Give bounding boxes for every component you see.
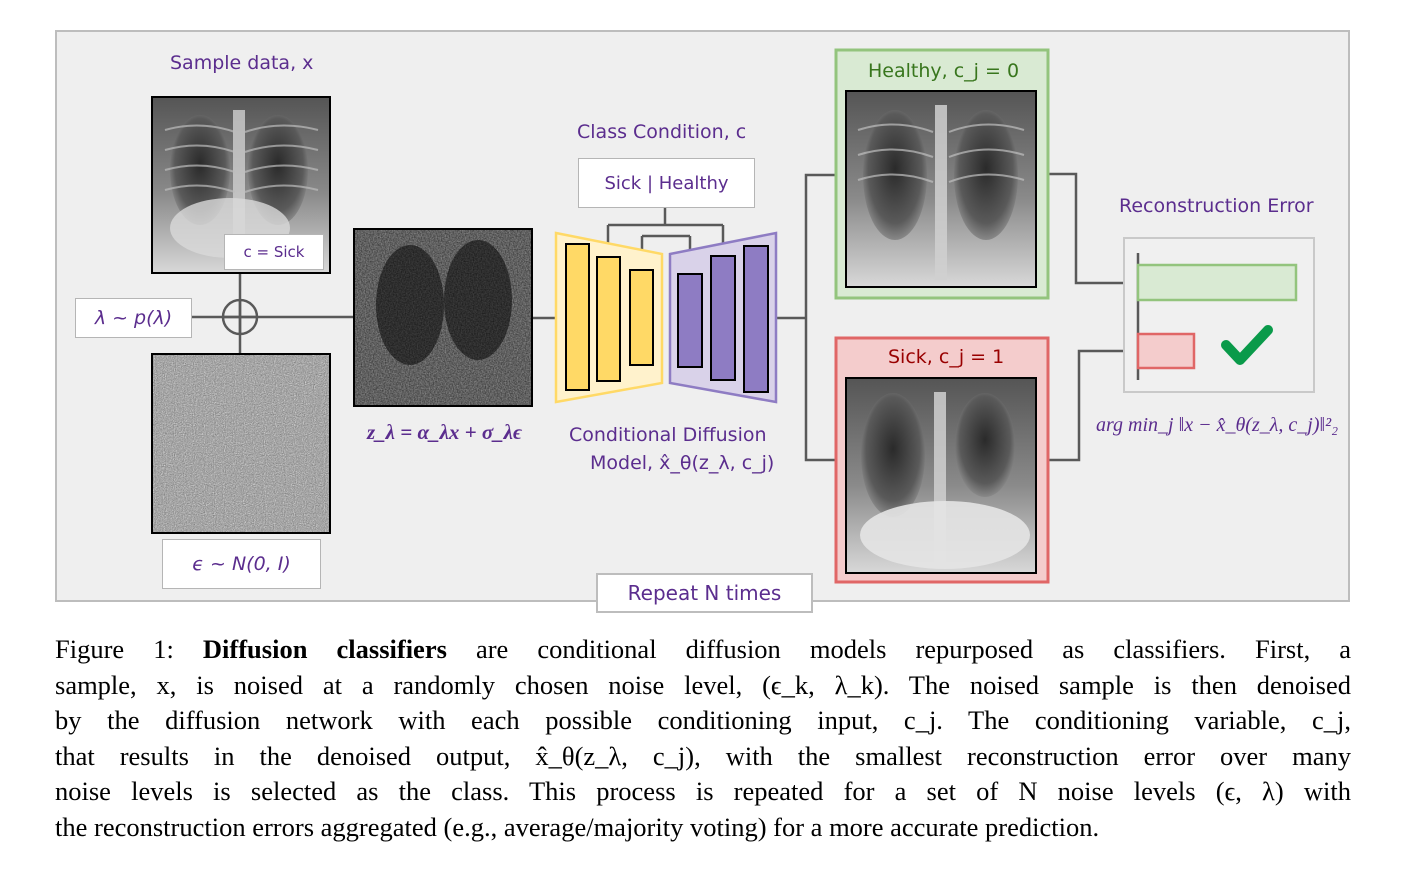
figure-caption: Figure 1: Diffusion classifiers are cond… [55, 632, 1351, 846]
repeat-n-times-box: Repeat N times [596, 573, 813, 613]
diagram-canvas [55, 30, 1350, 602]
epsilon-sampler-box: ϵ ~ N(0, I) [162, 539, 321, 589]
sample-data-label: Sample data, x [170, 52, 314, 74]
reconstruction-error-panel [1123, 237, 1315, 393]
caption-line-2: sample, x, is noised at a randomly chose… [55, 669, 1351, 700]
caption-line-6: the reconstruction errors aggregated (e.… [55, 811, 1100, 842]
class-sick-tag: c = Sick [224, 234, 324, 270]
caption-line-3: by the diffusion network with each possi… [55, 705, 1351, 736]
argmin-formula: arg min_j ‖x − x̂_θ(z_λ, c_j)‖²₂ [1096, 414, 1339, 436]
caption-bold-term: Diffusion classifiers [202, 634, 447, 664]
healthy-error-bar [1136, 263, 1298, 302]
caption-line-4: that results in the denoised output, x̂_… [55, 740, 1351, 771]
figure-panel: Sample data, x Class Condition, c Sick |… [55, 30, 1350, 613]
healthy-output-panel [834, 48, 1050, 300]
caption-line-1-text: are conditional diffusion models repurpo… [475, 634, 1352, 664]
healthy-label: Healthy, c_j = 0 [868, 60, 1020, 82]
figure-number: Figure 1: [55, 634, 174, 664]
unet-encoder [554, 231, 664, 404]
model-label-line1: Conditional Diffusion [569, 424, 767, 446]
noised-xray-image [353, 228, 533, 407]
caption-line-5: noise levels is selected as the class. T… [55, 776, 1351, 807]
caption-line-1: Figure 1: Diffusion classifiers are cond… [55, 632, 1351, 668]
lambda-sampler-box: λ ~ p(λ) [75, 298, 192, 338]
class-condition-label: Class Condition, c [577, 121, 747, 143]
z-lambda-formula: z_λ = α_λx + σ_λϵ [367, 420, 523, 444]
noise-image [151, 353, 331, 534]
reconstruction-error-label: Reconstruction Error [1119, 195, 1314, 217]
connector-lines [190, 172, 1138, 462]
noise-sum-icon [221, 298, 259, 336]
class-condition-box: Sick | Healthy [578, 158, 755, 208]
model-label-line2: Model, x̂_θ(z_λ, c_j) [590, 452, 775, 474]
unet-decoder [668, 231, 778, 404]
sick-output-panel [834, 336, 1050, 584]
check-icon [1221, 325, 1273, 365]
sick-label: Sick, c_j = 1 [888, 346, 1005, 368]
sick-error-bar [1136, 332, 1196, 370]
